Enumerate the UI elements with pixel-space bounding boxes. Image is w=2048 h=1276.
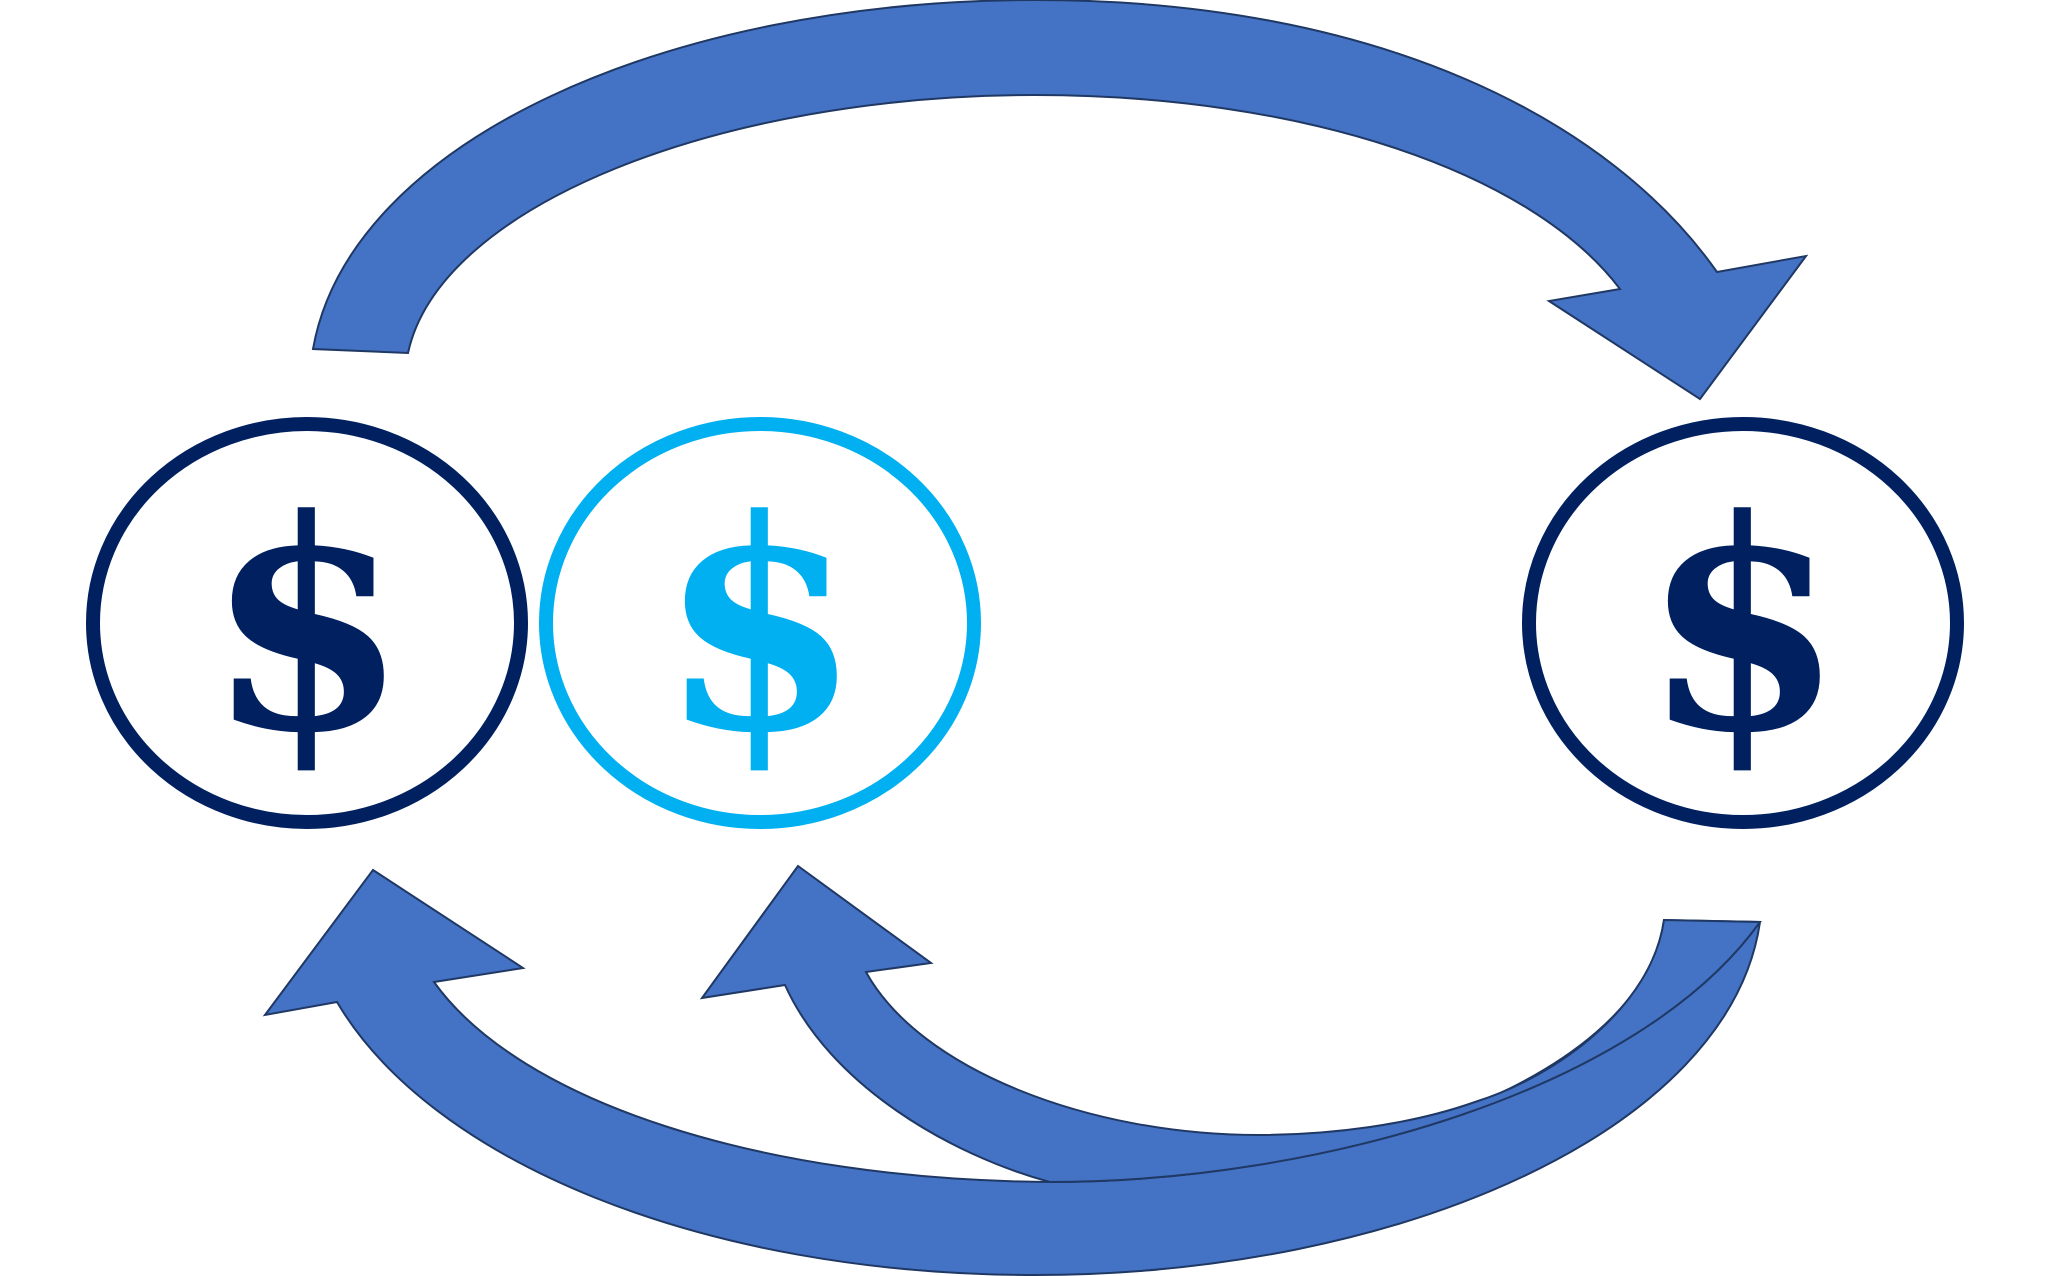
coin-2-ring bbox=[539, 417, 981, 829]
coin-1: $ bbox=[86, 417, 528, 829]
coin-3-dollar-icon: $ bbox=[1642, 457, 1844, 797]
coin-2: $ bbox=[539, 417, 981, 829]
coin-1-ring bbox=[86, 417, 528, 829]
coin-3-ring bbox=[1522, 417, 1964, 829]
arrow-coin3-to-coin1 bbox=[262, 868, 1762, 1276]
arrow-coin1-to-coin3 bbox=[311, 0, 1809, 401]
coin-2-dollar-icon: $ bbox=[659, 457, 861, 797]
arrow-coin3-to-coin2 bbox=[699, 864, 1762, 1184]
coin-1-dollar-icon: $ bbox=[206, 457, 408, 797]
coin-3: $ bbox=[1522, 417, 1964, 829]
